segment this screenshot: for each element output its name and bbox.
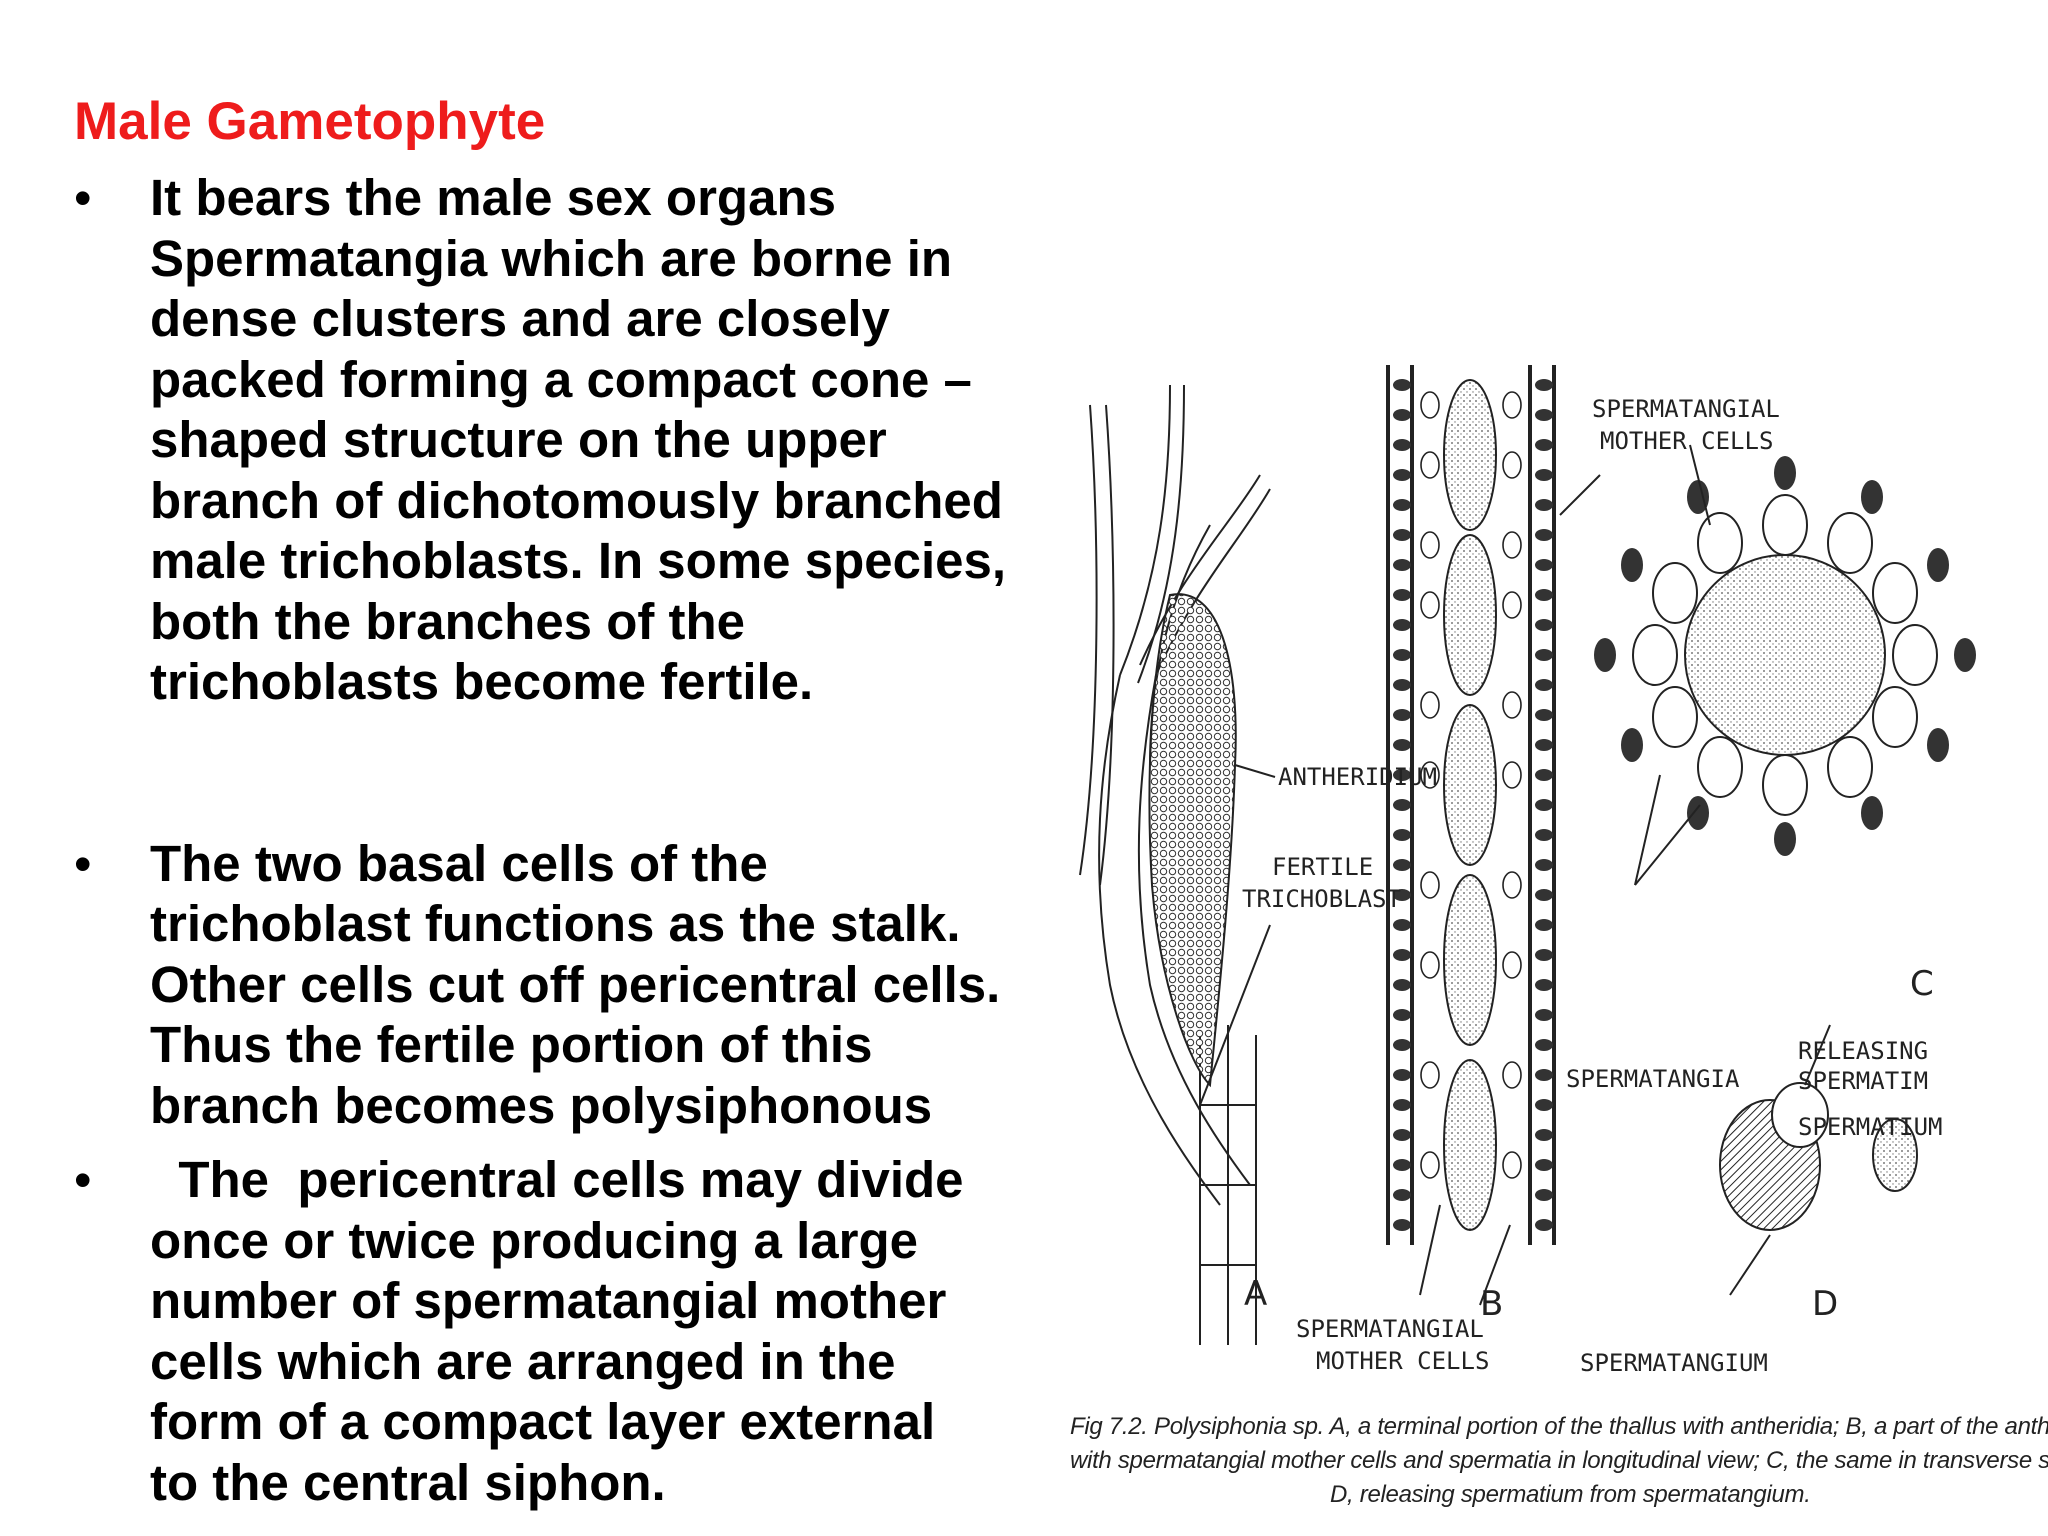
label-letter-a: A — [1244, 1274, 1267, 1314]
bullet-1-line-4: packed forming a compact cone – — [150, 350, 972, 408]
bullet-1-line-1: It bears the male sex organs — [150, 169, 836, 226]
bullet-1-line-3: dense clusters and are closely — [150, 290, 890, 347]
figure-caption: Fig 7.2. Polysiphonia sp. A, a terminal … — [1070, 1410, 2048, 1512]
bullet-1-line-2: Spermatangia which are borne in — [150, 229, 953, 287]
bullet-1-line-7: male trichoblasts. In some species, — [150, 532, 1007, 589]
label-letter-c: C — [1910, 964, 1934, 1004]
label-spermatangial-bottom-1: SPERMATANGIAL — [1296, 1315, 1484, 1343]
bullet-3-line-2: once or twice producing a large — [150, 1211, 918, 1269]
label-mother-cells-bottom-2: MOTHER CELLS — [1316, 1347, 1489, 1375]
label-fertile: FERTILE — [1272, 853, 1373, 881]
bullet-1-line-5: shaped structure on the upper — [150, 411, 887, 468]
label-spermatim: SPERMATIM — [1798, 1067, 1928, 1095]
label-spermatangia: SPERMATANGIA — [1566, 1065, 1740, 1093]
label-letter-d: D — [1812, 1284, 1838, 1324]
caption-line-1: Fig 7.2. Polysiphonia sp. A, a terminal … — [1070, 1413, 2048, 1440]
antheridium-pointer — [1234, 764, 1276, 778]
bullet-dot: • — [74, 835, 92, 892]
panel-c-transverse — [1594, 444, 1976, 886]
bullet-1-line-8: both the branches of the — [150, 592, 746, 650]
polysiphonia-figure: ANTHERIDIUM FERTILE TRICHOBLAST SPERMATA… — [1060, 345, 2048, 1535]
bullet-2-line-5: branch becomes polysiphonous — [150, 1076, 933, 1134]
bullet-1-line-6: branch of dichotomously branched — [150, 471, 1003, 529]
bullet-3-line-6: to the central siphon. — [150, 1453, 666, 1511]
bullet-1-line-9: trichoblasts become fertile. — [150, 653, 814, 710]
label-letter-b: B — [1480, 1284, 1503, 1324]
bullet-2-line-1: The two basal cells of the — [150, 834, 768, 892]
bullet-item-3: • The pericentral cells may divide once … — [70, 1150, 1080, 1513]
label-mother-cells-top-2: MOTHER CELLS — [1600, 427, 1773, 455]
bullet-3-line-3: number of spermatangial mother — [150, 1272, 947, 1329]
panel-a-thallus — [1079, 384, 1271, 1345]
bullet-dot: • — [74, 1152, 92, 1208]
label-antheridium: ANTHERIDIUM — [1278, 763, 1437, 791]
label-spermatium: SPERMATIUM — [1798, 1113, 1943, 1141]
bullet-item-1: • It bears the male sex organs Spermatan… — [70, 168, 1080, 713]
bullet-dot: • — [74, 170, 92, 226]
label-trichoblast: TRICHOBLAST — [1242, 885, 1401, 913]
label-spermatangial-top-1: SPERMATANGIAL — [1592, 395, 1780, 423]
caption-line-3: D, releasing spermatium from spermatangi… — [1330, 1481, 1811, 1508]
antheridium-cone — [1148, 593, 1237, 1088]
figure-illustration: ANTHERIDIUM FERTILE TRICHOBLAST SPERMATA… — [1079, 365, 1976, 1377]
bullet-3-line-4: cells which are arranged in the — [150, 1332, 896, 1390]
bullet-3-line-5: form of a compact layer external — [150, 1393, 936, 1450]
fertile-trichoblast-pointer — [1199, 924, 1271, 1106]
slide-title: Male Gametophyte — [74, 92, 546, 151]
bullet-list: • It bears the male sex organs Spermatan… — [70, 168, 1080, 1513]
label-releasing: RELEASING — [1798, 1037, 1928, 1065]
bullet-2-line-3: Other cells cut off pericentral cells. — [150, 955, 1001, 1013]
caption-line-2: with spermatangial mother cells and sper… — [1070, 1447, 2048, 1474]
bullet-2-line-4: Thus the fertile portion of this — [150, 1016, 873, 1073]
bullet-item-2: • The two basal cells of the trichoblast… — [70, 834, 1080, 1137]
label-spermatangium: SPERMATANGIUM — [1580, 1349, 1768, 1377]
panel-d-releasing — [1719, 1024, 1918, 1296]
panel-b-longitudinal — [1386, 365, 1601, 1306]
bullet-2-line-2: trichoblast functions as the stalk. — [150, 895, 961, 952]
bullet-3-line-1: The pericentral cells may divide — [150, 1151, 964, 1208]
